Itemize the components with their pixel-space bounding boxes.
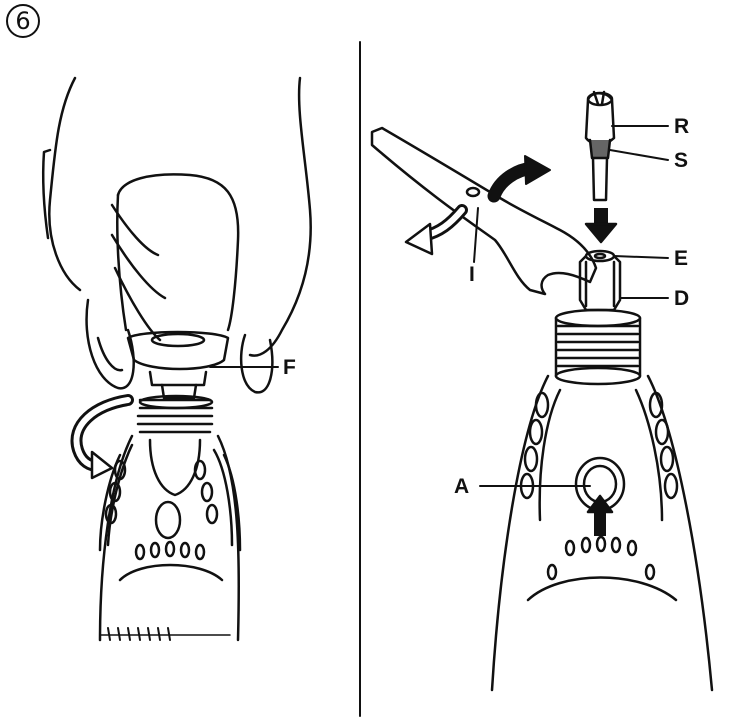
curved-arrow-open-icon	[406, 210, 462, 254]
callout-line-S	[610, 150, 668, 160]
callout-label-D: D	[674, 288, 689, 309]
callout-line-I	[474, 208, 478, 262]
up-arrow-icon	[588, 496, 612, 536]
left-panel-tool-body	[100, 396, 240, 640]
wrench-tool	[372, 128, 596, 294]
callout-line-E	[614, 256, 668, 258]
callout-label-I: I	[469, 264, 475, 285]
down-arrow-icon	[586, 208, 616, 242]
accessory-bit	[586, 92, 614, 200]
callout-label-S: S	[674, 150, 688, 171]
callout-label-A: A	[454, 476, 469, 497]
collet-shaft	[580, 251, 620, 310]
left-panel-collet-nut	[128, 332, 228, 398]
callout-label-E: E	[674, 248, 688, 269]
callout-label-R: R	[674, 116, 689, 137]
curved-arrow-clockwise-icon	[494, 156, 550, 196]
callout-label-F: F	[283, 357, 296, 378]
